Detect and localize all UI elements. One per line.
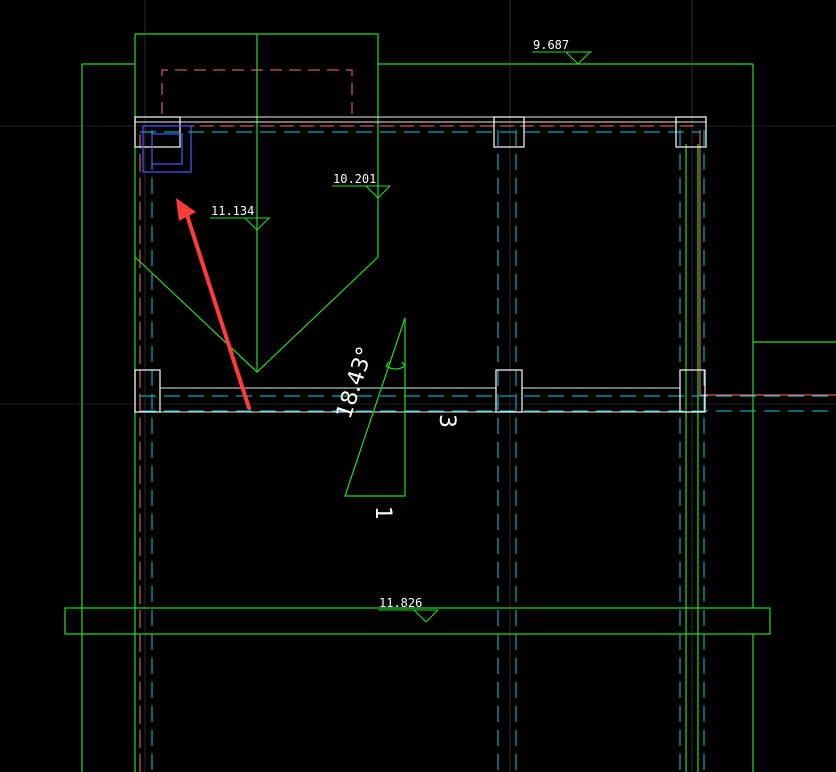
column bbox=[134, 116, 181, 148]
slope-angle-label: 18.43° bbox=[332, 344, 379, 422]
selected-column-highlight[interactable] bbox=[142, 125, 192, 173]
columns bbox=[134, 116, 707, 413]
slope-triangle bbox=[344, 317, 406, 497]
slope-run-label: 3 bbox=[434, 414, 459, 428]
column bbox=[675, 116, 707, 148]
slope-rise-label: 1 bbox=[370, 506, 395, 520]
axis-center-lines bbox=[140, 130, 836, 772]
elevation-label-upper-mid: 10.201 bbox=[333, 172, 376, 186]
column bbox=[493, 116, 525, 148]
elevation-markers bbox=[210, 51, 592, 623]
hidden-lines bbox=[139, 69, 836, 772]
column bbox=[134, 369, 161, 413]
elevation-label-upper-left: 11.134 bbox=[211, 204, 254, 218]
column bbox=[495, 369, 523, 413]
beam-lines bbox=[135, 116, 706, 413]
elevation-label-top-right: 9.687 bbox=[533, 38, 569, 52]
red-arrow-icon bbox=[176, 198, 251, 410]
elevation-label-bottom: 11.826 bbox=[379, 596, 422, 610]
building-outline bbox=[81, 34, 836, 772]
hopper-outline bbox=[134, 33, 379, 373]
column bbox=[679, 369, 706, 413]
slab-band bbox=[64, 607, 771, 635]
